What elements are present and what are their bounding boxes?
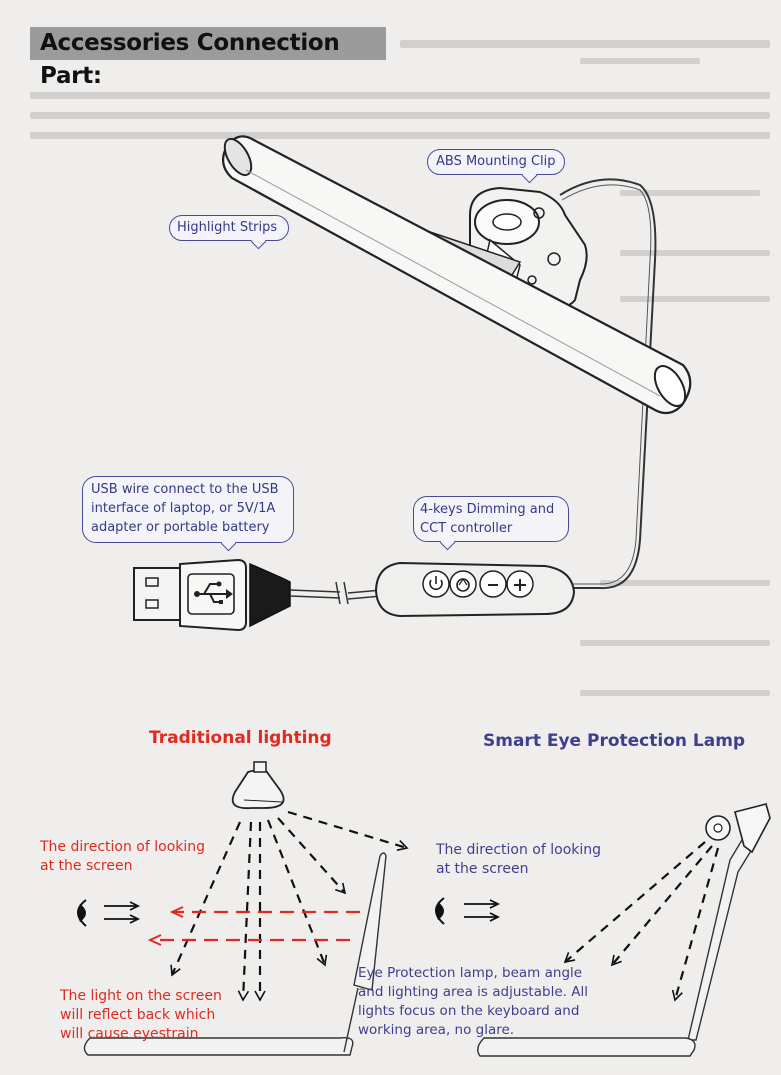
background-text-line: [620, 190, 760, 196]
caption-line: The direction of looking: [40, 839, 206, 855]
callout-abs-clip: ABS Mounting Clip: [427, 149, 565, 175]
background-text-line: [580, 690, 770, 696]
background-text-line: [620, 250, 770, 256]
callout-usb-wire: USB wire connect to the USB interface of…: [82, 476, 294, 543]
caption-line: at the screen: [436, 861, 529, 877]
callout-line: interface of laptop, or 5V/1A: [91, 501, 276, 516]
power-cable: [559, 178, 657, 590]
caption-line: at the screen: [40, 858, 133, 874]
smart-lamp-light-rays: [563, 841, 720, 1002]
callout-line: adapter or portable battery: [91, 520, 270, 535]
plus-icon: [514, 579, 526, 591]
usb-icon: [194, 581, 233, 604]
callout-controller: 4-keys Dimming and CCT controller: [413, 496, 569, 542]
smart-direction-caption: The direction of looking at the screen: [436, 841, 636, 879]
background-text-line: [400, 40, 770, 48]
reflection-caption: The light on the screen will reflect bac…: [60, 987, 300, 1044]
section-header: Accessories Connection Part:: [30, 27, 386, 89]
reflected-glare: [150, 912, 360, 940]
clip-on-lamp: [705, 803, 771, 854]
background-text-line: [580, 640, 770, 646]
caption-line: and lighting area is adjustable. All: [358, 984, 588, 1000]
highlight-strip-bar: [221, 135, 692, 415]
caption-line: lights focus on the keyboard and: [358, 1003, 580, 1019]
eye-icon: [77, 899, 87, 927]
traditional-lighting-title: Traditional lighting: [149, 728, 332, 748]
cct-icon: [456, 577, 470, 592]
smart-lamp-description: Eye Protection lamp, beam angle and ligh…: [358, 964, 613, 1040]
ceiling-lamp: [231, 761, 285, 810]
caption-line: will cause eyestrain: [60, 1026, 199, 1042]
background-text-line: [600, 580, 770, 586]
caption-line: working area, no glare.: [358, 1022, 515, 1038]
traditional-direction-caption: The direction of looking at the screen: [40, 838, 240, 876]
callout-line: USB wire connect to the USB: [91, 482, 279, 497]
callout-highlight-strips: Highlight Strips: [169, 215, 289, 241]
background-text-line: [30, 92, 770, 99]
background-text-line: [620, 296, 770, 302]
power-cable: [561, 184, 652, 585]
laptop-traditional: [83, 852, 387, 1056]
background-text-line: [580, 58, 700, 64]
dimming-controller: [374, 561, 576, 618]
smart-lamp-title: Smart Eye Protection Lamp: [483, 731, 746, 751]
caption-line: will reflect back which: [60, 1007, 216, 1023]
callout-label: ABS Mounting Clip: [436, 154, 556, 169]
caption-line: Eye Protection lamp, beam angle: [358, 965, 583, 981]
power-icon: [429, 576, 443, 591]
background-text-line: [30, 112, 770, 119]
caption-line: The light on the screen: [60, 988, 222, 1004]
eye-icon: [435, 897, 445, 925]
background-text-line: [30, 132, 770, 139]
usb-plug: [133, 558, 383, 632]
caption-line: The direction of looking: [436, 842, 602, 858]
look-direction-arrows: [104, 901, 141, 924]
callout-line: CCT controller: [420, 521, 513, 536]
callout-label: Highlight Strips: [177, 220, 278, 235]
look-direction-arrows: [464, 899, 501, 922]
callout-line: 4-keys Dimming and: [420, 502, 555, 517]
